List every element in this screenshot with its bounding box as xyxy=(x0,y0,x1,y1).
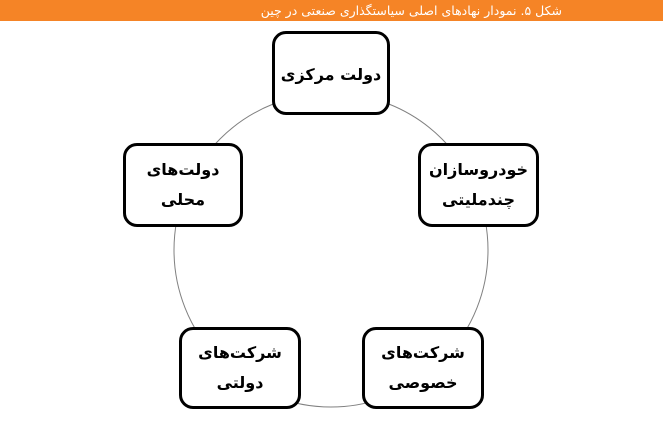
node-label-line-1: خودروسازان xyxy=(428,160,529,179)
node-central-government: دولت مرکزی xyxy=(272,31,390,115)
figure-caption: شکل ۵. نمودار نهادهای اصلی سیاستگذاری صن… xyxy=(260,3,562,18)
figure-caption-bar: شکل ۵. نمودار نهادهای اصلی سیاستگذاری صن… xyxy=(0,0,663,21)
node-label-line-1: شرکت‌های xyxy=(198,343,282,362)
node-state-companies: شرکت‌های دولتی xyxy=(179,327,301,409)
node-label-line-1: شرکت‌های xyxy=(381,343,465,362)
node-label: دولت مرکزی xyxy=(280,65,382,84)
node-label-line-2: محلی xyxy=(160,190,206,209)
node-multinational-automakers: خودروسازان چندملیتی xyxy=(418,143,539,227)
node-label-line-1: دولت‌های xyxy=(146,160,220,179)
node-local-governments: دولت‌های محلی xyxy=(123,143,243,227)
node-private-companies: شرکت‌های خصوصی xyxy=(362,327,484,409)
node-label-line-2: دولتی xyxy=(216,373,264,392)
node-label-line-2: چندملیتی xyxy=(442,190,515,209)
node-label-line-2: خصوصی xyxy=(388,373,458,392)
